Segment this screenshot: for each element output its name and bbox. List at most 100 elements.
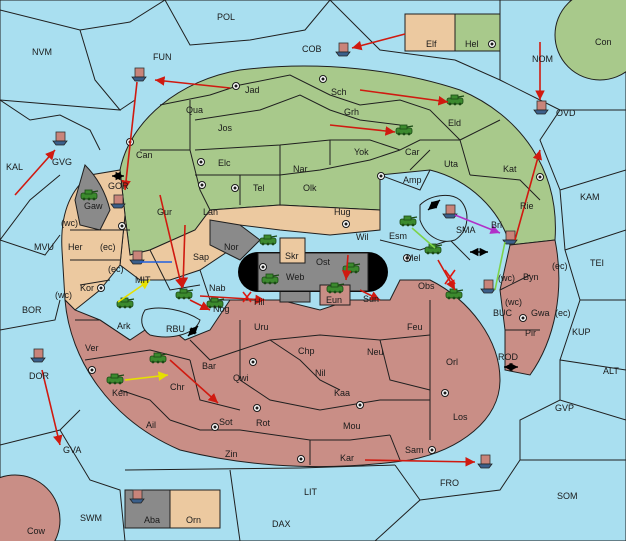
label-cow: Cow <box>27 526 46 536</box>
label-skr: Skr <box>285 251 299 261</box>
label-kam: KAM <box>580 192 600 202</box>
label-ovd: OVD <box>556 108 576 118</box>
label-web: Web <box>286 272 304 282</box>
label-qwi: Qwi <box>233 373 249 383</box>
label-hil: Hil <box>254 297 265 307</box>
label-swm: SWM <box>80 513 102 523</box>
label-kup: KUP <box>572 327 591 337</box>
label-can: Can <box>136 150 153 160</box>
label-jos: Jos <box>218 123 233 133</box>
label-rod: ROD <box>498 352 519 362</box>
province-aba[interactable] <box>124 489 171 529</box>
label-buc: BUC <box>493 308 513 318</box>
label-ec: (ec) <box>108 264 124 274</box>
label-cob: COB <box>302 44 322 54</box>
label-byn: Byn <box>523 272 539 282</box>
label-uru: Uru <box>254 322 269 332</box>
label-orn: Orn <box>186 515 201 525</box>
province-con[interactable] <box>554 0 626 81</box>
tan-region <box>119 204 381 281</box>
label-ec: (ec) <box>552 261 568 271</box>
label-uta: Uta <box>444 159 458 169</box>
province-borders <box>70 74 541 465</box>
label-ail: Ail <box>146 420 156 430</box>
province-cow[interactable] <box>0 474 61 541</box>
label-grh: Grh <box>344 107 359 117</box>
province-skr[interactable] <box>279 237 306 264</box>
label-sam: Sam <box>405 445 424 455</box>
label-nog: Nog <box>213 304 230 314</box>
province-labels: POL NVM FUN COB Elf Hel Con NOM OVD Jad … <box>6 12 619 536</box>
label-amp: Amp <box>403 175 422 185</box>
label-elc: Elc <box>218 158 231 168</box>
label-car: Car <box>405 147 420 157</box>
label-aba: Aba <box>144 515 160 525</box>
label-eun: Eun <box>326 295 342 305</box>
label-chr: Chr <box>170 382 185 392</box>
label-som: SOM <box>557 491 578 501</box>
label-wil: Wil <box>356 232 369 242</box>
label-nar: Nar <box>293 164 308 174</box>
label-mit: MIT <box>135 275 151 285</box>
label-nor: Nor <box>224 242 239 252</box>
label-gwa: Gwa <box>531 308 550 318</box>
province-elf[interactable] <box>404 13 456 52</box>
label-tei: TEI <box>590 258 604 268</box>
label-kar: Kar <box>340 453 354 463</box>
label-ken: Ken <box>112 388 128 398</box>
label-wc: (wc) <box>61 218 78 228</box>
label-pol: POL <box>217 12 235 22</box>
label-gur: Gur <box>157 207 172 217</box>
label-kaa: Kaa <box>334 388 350 398</box>
sea-rbu[interactable] <box>141 307 201 338</box>
label-nvm: NVM <box>32 47 52 57</box>
red-east-region <box>499 239 560 376</box>
label-wc: (wc) <box>498 273 515 283</box>
label-kor: Kor <box>80 283 94 293</box>
label-gor: GOR <box>108 181 129 191</box>
label-esm: Esm <box>389 231 407 241</box>
label-alt: ALT <box>603 366 619 376</box>
label-jad: Jad <box>245 85 260 95</box>
label-mel: Mel <box>406 253 421 263</box>
label-dax: DAX <box>272 519 291 529</box>
label-feu: Feu <box>407 322 423 332</box>
label-ec: (ec) <box>555 308 571 318</box>
label-rbu: RBU <box>166 324 185 334</box>
label-ost: Ost <box>316 257 331 267</box>
label-sun: Sun <box>363 294 379 304</box>
label-sma: SMA <box>456 225 476 235</box>
label-yok: Yok <box>354 147 369 157</box>
label-elf: Elf <box>426 39 437 49</box>
label-lan: Lan <box>203 207 218 217</box>
label-sot: Sot <box>219 417 233 427</box>
province-orn[interactable] <box>169 489 221 529</box>
label-ec: (ec) <box>100 242 116 252</box>
label-obs: Obs <box>418 281 435 291</box>
label-neu: Neu <box>367 347 384 357</box>
label-gvg: GVG <box>52 157 72 167</box>
label-kat: Kat <box>503 164 517 174</box>
label-gva: GVA <box>63 445 81 455</box>
label-gvp: GVP <box>555 403 574 413</box>
label-sap: Sap <box>193 252 209 262</box>
label-pir: Pir <box>525 328 536 338</box>
label-hel: Hel <box>465 39 479 49</box>
green-region <box>119 65 556 256</box>
label-her: Her <box>68 242 83 252</box>
label-mvu: MVU <box>34 242 54 252</box>
label-bri: Bri <box>491 220 502 230</box>
label-rie: Rie <box>520 201 534 211</box>
province-nor[interactable] <box>209 219 261 261</box>
label-zin: Zin <box>225 449 238 459</box>
label-wc: (wc) <box>505 297 522 307</box>
label-fro: FRO <box>440 478 459 488</box>
label-mou: Mou <box>343 421 361 431</box>
label-kal: KAL <box>6 162 23 172</box>
label-chp: Chp <box>298 346 315 356</box>
supply-centers <box>88 40 544 463</box>
label-wc: (wc) <box>55 290 72 300</box>
